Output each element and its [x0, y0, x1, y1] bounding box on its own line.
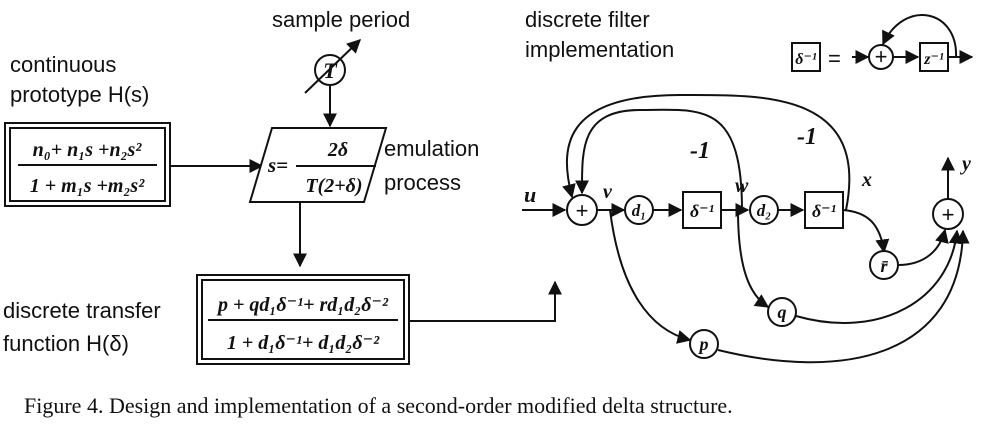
signal-y: y [960, 153, 971, 175]
emulation-label-line2: process [384, 170, 461, 195]
delta-block-1: δ⁻¹ [682, 191, 722, 229]
d1-gain-node: d₁ [624, 195, 654, 225]
discrete-tf-label-line2: function H(δ) [3, 331, 129, 356]
svg-text:r̄: r̄ [880, 256, 888, 276]
svg-text:+: + [576, 198, 589, 223]
svg-text:d₂: d₂ [757, 201, 772, 220]
svg-text:p: p [698, 334, 709, 354]
feedback-outer-loop [562, 93, 851, 211]
signal-x: x [861, 169, 872, 191]
discrete-tf-label-line1: discrete transfer [3, 298, 161, 323]
signal-v: v [603, 181, 613, 203]
delta-def-equals: = [828, 46, 841, 71]
svg-text:d₁: d₁ [632, 201, 646, 220]
emulation-label-line1: emulation [384, 136, 479, 161]
delta-def-plus: + [875, 44, 888, 69]
r-gain-node: r̄ [869, 250, 899, 280]
signal-u: u [524, 182, 536, 207]
continuous-tf-denominator: 1 + m₁s +m₂s² [30, 175, 145, 197]
figure-caption: Figure 4. Design and implementation of a… [24, 393, 733, 418]
continuous-label-line1: continuous [10, 52, 116, 77]
delta-def-symbol: δ⁻¹ [795, 51, 817, 68]
discrete-transfer-function-box: p + qd₁δ⁻¹+ rd₁d₂δ⁻² 1 + d₁δ⁻¹+ d₁d₂δ⁻² [196, 274, 410, 365]
continuous-tf-numerator: n₀+ n₁s +n₂s² [33, 139, 143, 161]
arrow-discrete-to-implementation [409, 280, 562, 322]
feedback-inner-gain: -1 [690, 138, 710, 164]
svg-text:δ⁻¹: δ⁻¹ [812, 201, 836, 221]
input-summing-node: + [566, 194, 598, 226]
delta-def-z-inverse: z⁻¹ [923, 51, 944, 68]
implementation-label-line2: implementation [525, 37, 674, 62]
svg-text:q: q [778, 302, 787, 322]
output-summing-node: + [932, 198, 964, 230]
svg-text:δ⁻¹: δ⁻¹ [690, 201, 714, 221]
p-gain-node: p [689, 329, 719, 359]
continuous-label-line2: prototype H(s) [10, 82, 149, 107]
discrete-tf-numerator: p + qd₁δ⁻¹+ rd₁d₂δ⁻² [216, 294, 389, 316]
path-to-q [737, 209, 770, 308]
discrete-tf-denominator: 1 + d₁δ⁻¹+ d₁d₂δ⁻² [227, 332, 380, 354]
sample-period-label: sample period [272, 7, 410, 32]
emulation-numerator: 2δ [327, 139, 348, 161]
path-q-to-output [795, 229, 963, 324]
svg-text:+: + [942, 202, 955, 227]
emulation-process-box: s= 2δ T(2+δ) [248, 127, 388, 203]
path-p-to-output [717, 229, 970, 364]
continuous-transfer-function-box: n₀+ n₁s +n₂s² 1 + m₁s +m₂s² [4, 122, 171, 207]
path-to-p [609, 209, 692, 344]
path-to-r [842, 209, 890, 254]
delta-operator-definition: δ⁻¹ = + z⁻¹ [791, 14, 974, 72]
feedback-inner-loop [574, 108, 743, 211]
emulation-denominator: T(2+δ) [305, 175, 362, 197]
sample-period-node: T [304, 39, 362, 94]
implementation-label-line1: discrete filter [525, 7, 650, 32]
delta-block-2: δ⁻¹ [804, 191, 844, 229]
path-r-to-output [897, 228, 949, 266]
d2-gain-node: d₂ [749, 195, 779, 225]
feedback-outer-gain: -1 [797, 124, 817, 150]
q-gain-node: q [767, 297, 797, 327]
emulation-s-lhs: s= [267, 153, 288, 177]
